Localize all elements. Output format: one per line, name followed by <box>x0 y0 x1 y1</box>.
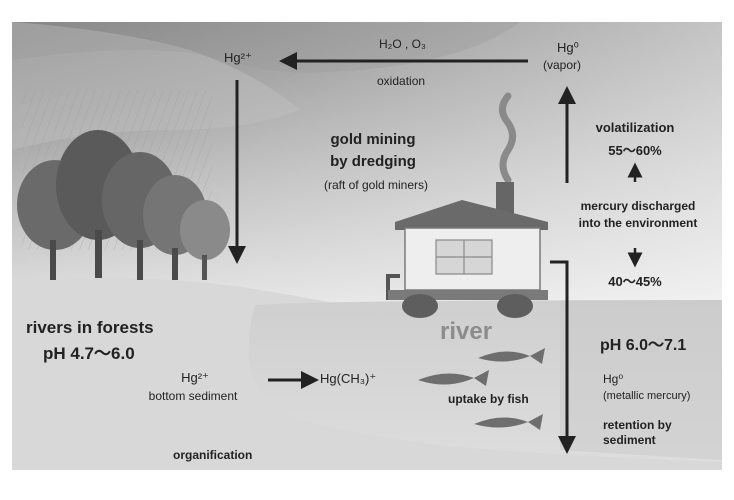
oxidation-label: oxidation <box>377 74 426 88</box>
retention-line2: sediment <box>603 433 656 447</box>
smoke-plume <box>499 92 516 184</box>
forest-rivers-label: rivers in forests <box>26 318 154 337</box>
fish-group <box>418 348 545 430</box>
fish-3 <box>474 414 543 430</box>
reactants-label: H₂O , O₃ <box>379 37 426 51</box>
mining-title-line2: by dredging <box>330 153 416 170</box>
volatilization-percent: 55～60% <box>608 143 662 158</box>
organification-label: organification <box>173 448 253 462</box>
river-ph-label: pH 6.0～7.1 <box>600 337 687 354</box>
forest-trees <box>17 130 230 280</box>
hg0-vapor-label: Hg⁰ <box>557 40 579 55</box>
mining-subtitle: (raft of gold miners) <box>323 178 429 192</box>
retention-line1: retention by <box>603 418 672 432</box>
metallic-mercury-label: (metallic mercury) <box>603 390 691 402</box>
fish-1 <box>478 348 545 364</box>
fish-2 <box>418 370 489 386</box>
mining-title-line1: gold mining <box>330 131 416 148</box>
discharge-line2: into the environment <box>578 216 698 230</box>
river-label: river <box>440 318 493 345</box>
volatilization-label: volatilization <box>595 120 675 135</box>
methylmercury-label: Hg(CH₃)⁺ <box>320 371 377 386</box>
uptake-by-fish-label: uptake by fish <box>448 392 529 406</box>
arrows <box>228 52 643 454</box>
hg2-sediment-label: Hg²⁺ <box>181 370 209 385</box>
vapor-label: (vapor) <box>543 58 582 72</box>
hg2-top-label: Hg²⁺ <box>224 50 252 65</box>
sky-background <box>12 22 722 322</box>
discharge-percent-down: 40～45% <box>608 274 662 289</box>
dredge-house <box>386 182 548 318</box>
forest-ph-label: pH 4.7～6.0 <box>43 344 135 363</box>
arrow-retention <box>550 260 576 454</box>
discharge-line1: mercury discharged <box>580 199 696 213</box>
hg0-metallic-label: Hg⁰ <box>603 372 624 386</box>
bottom-sediment-label: bottom sediment <box>148 389 238 403</box>
